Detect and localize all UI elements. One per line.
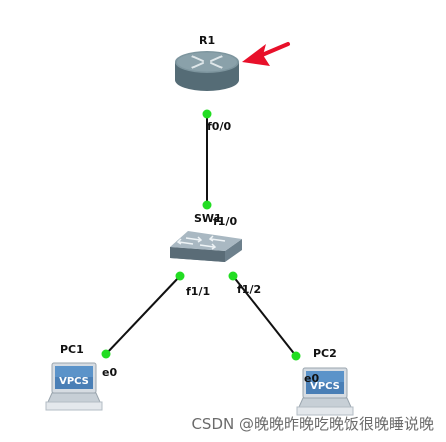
router-r1[interactable] (175, 51, 239, 91)
port-label-sw1-f1-0: f1/0 (213, 215, 238, 228)
pc1-label: PC1 (60, 343, 84, 356)
port-status-pc1-e0 (101, 349, 111, 359)
pc2-host[interactable] (296, 367, 354, 416)
link-sw1-pc1[interactable] (105, 275, 181, 355)
port-label-pc1-e0: e0 (102, 366, 118, 379)
router-icon (175, 51, 239, 91)
switch-sw1[interactable] (170, 231, 242, 262)
port-status-r1-f0-0 (202, 109, 212, 119)
port-label-pc2-e0: e0 (304, 372, 320, 385)
ethernet-switch-icon (170, 231, 242, 262)
red-arrow-pointer-icon (242, 42, 290, 66)
switch-label: SW1 (194, 212, 222, 225)
port-status-sw1-f1-0 (202, 200, 212, 210)
pc2-screen-text: VPCS (310, 381, 340, 392)
port-label-sw1-f1-1: f1/1 (186, 285, 211, 298)
port-status-sw1-f1-2 (228, 271, 238, 281)
port-status-sw1-f1-1 (175, 271, 185, 281)
vpcs-icon (45, 362, 103, 411)
pc2-label: PC2 (313, 347, 337, 360)
port-label-sw1-f1-2: f1/2 (237, 283, 262, 296)
vpcs-icon (296, 367, 354, 416)
link-sw1-pc2[interactable] (232, 275, 297, 357)
port-status-pc2-e0 (291, 351, 301, 361)
port-label-r1-f0-0: f0/0 (207, 120, 232, 133)
watermark-text: CSDN @晚晚昨晚吃晚饭很晚睡说晚 (191, 415, 434, 433)
pc1-host[interactable] (45, 362, 103, 411)
router-label: R1 (199, 34, 216, 47)
pc1-screen-text: VPCS (59, 376, 89, 387)
